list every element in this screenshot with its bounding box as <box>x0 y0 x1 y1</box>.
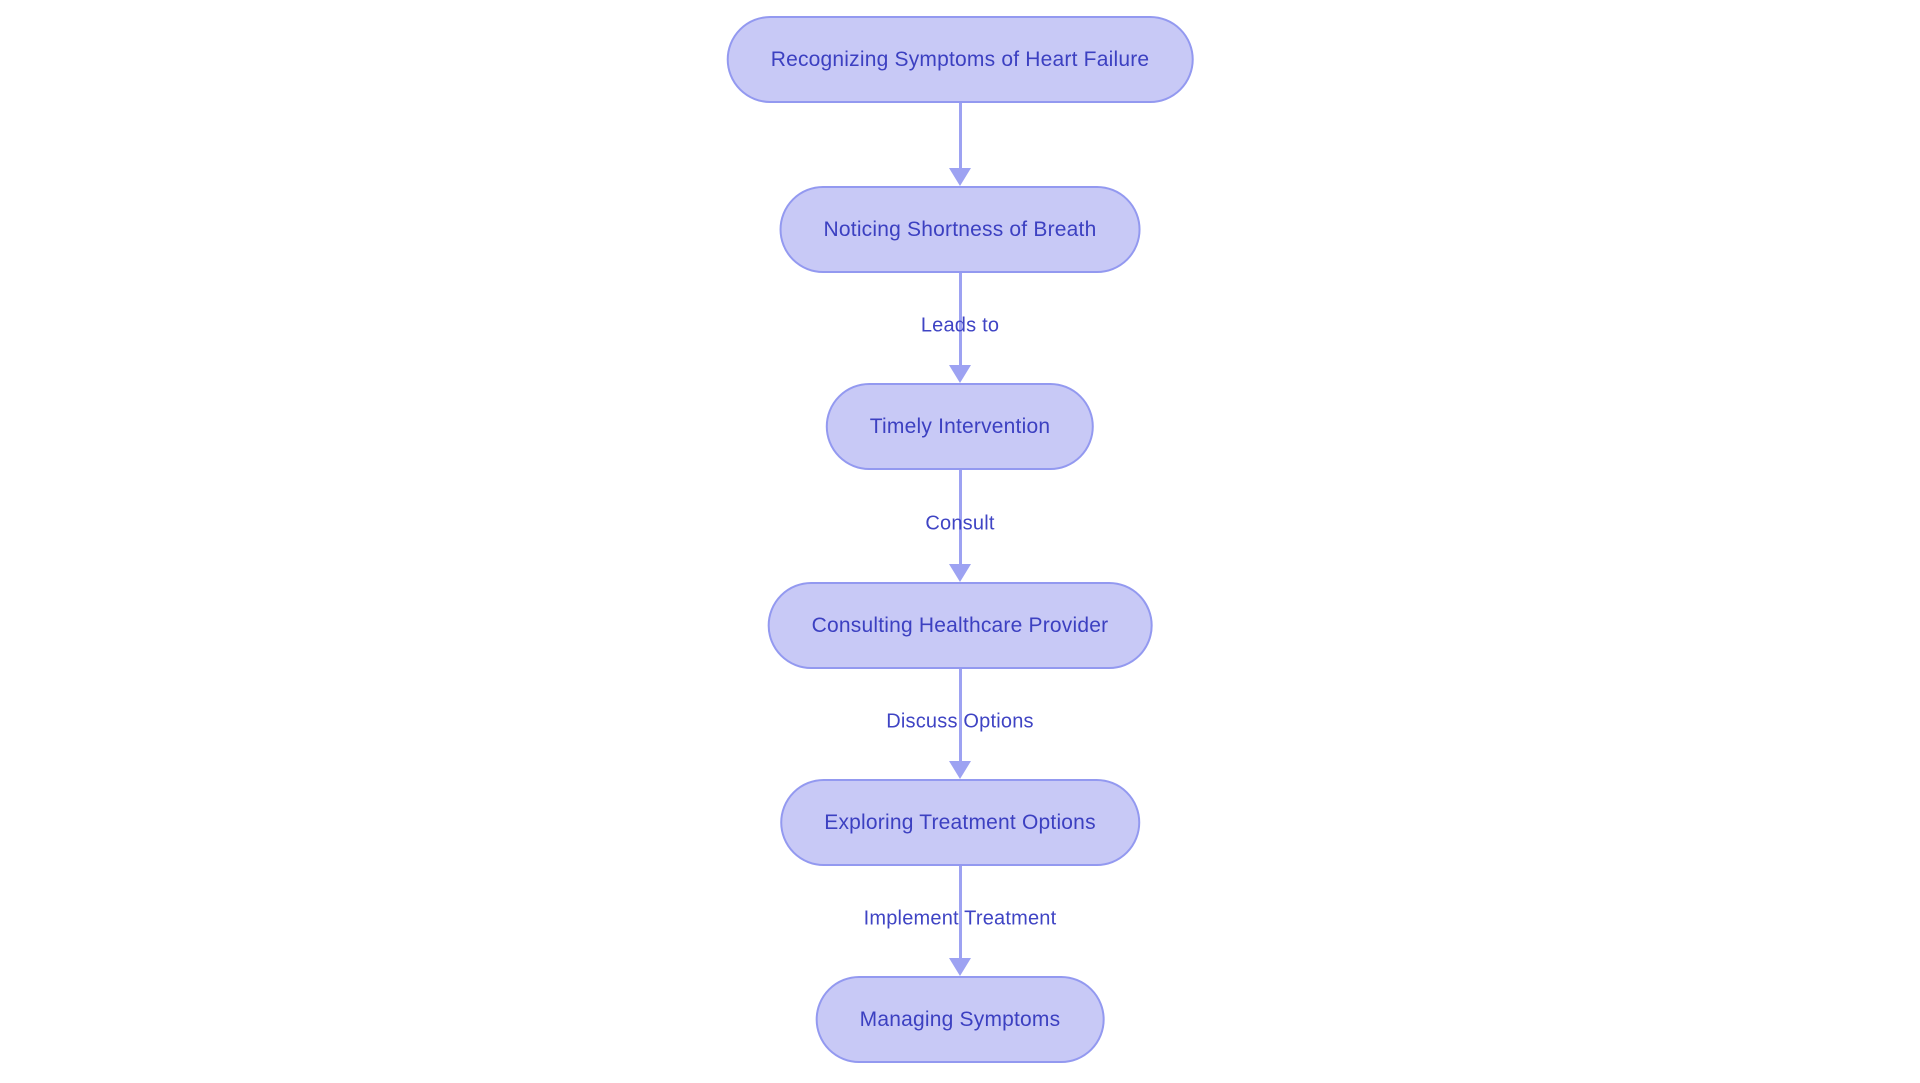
arrowhead-down-icon <box>949 958 971 976</box>
flow-node-noticing-shortness-of-breath: Noticing Shortness of Breath <box>779 186 1141 273</box>
flow-node-consulting-healthcare-provider: Consulting Healthcare Provider <box>767 582 1153 669</box>
edge-label-discuss-options: Discuss Options <box>886 710 1034 733</box>
edge-line <box>958 669 962 764</box>
edge-label-implement-treatment: Implement Treatment <box>863 907 1057 930</box>
flow-node-exploring-treatment-options: Exploring Treatment Options <box>780 779 1140 866</box>
flow-node-recognizing-symptoms: Recognizing Symptoms of Heart Failure <box>726 16 1194 103</box>
flow-node-managing-symptoms: Managing Symptoms <box>815 976 1105 1063</box>
edge-line <box>958 273 962 368</box>
edge-label-consult: Consult <box>925 512 995 535</box>
arrowhead-down-icon <box>949 761 971 779</box>
edge-line <box>958 103 962 171</box>
edge-line <box>958 470 962 567</box>
arrowhead-down-icon <box>949 168 971 186</box>
arrowhead-down-icon <box>949 365 971 383</box>
edge-line <box>958 866 962 961</box>
arrowhead-down-icon <box>949 564 971 582</box>
edge-label-leads-to: Leads to <box>920 314 1000 337</box>
flow-node-timely-intervention: Timely Intervention <box>825 383 1095 470</box>
